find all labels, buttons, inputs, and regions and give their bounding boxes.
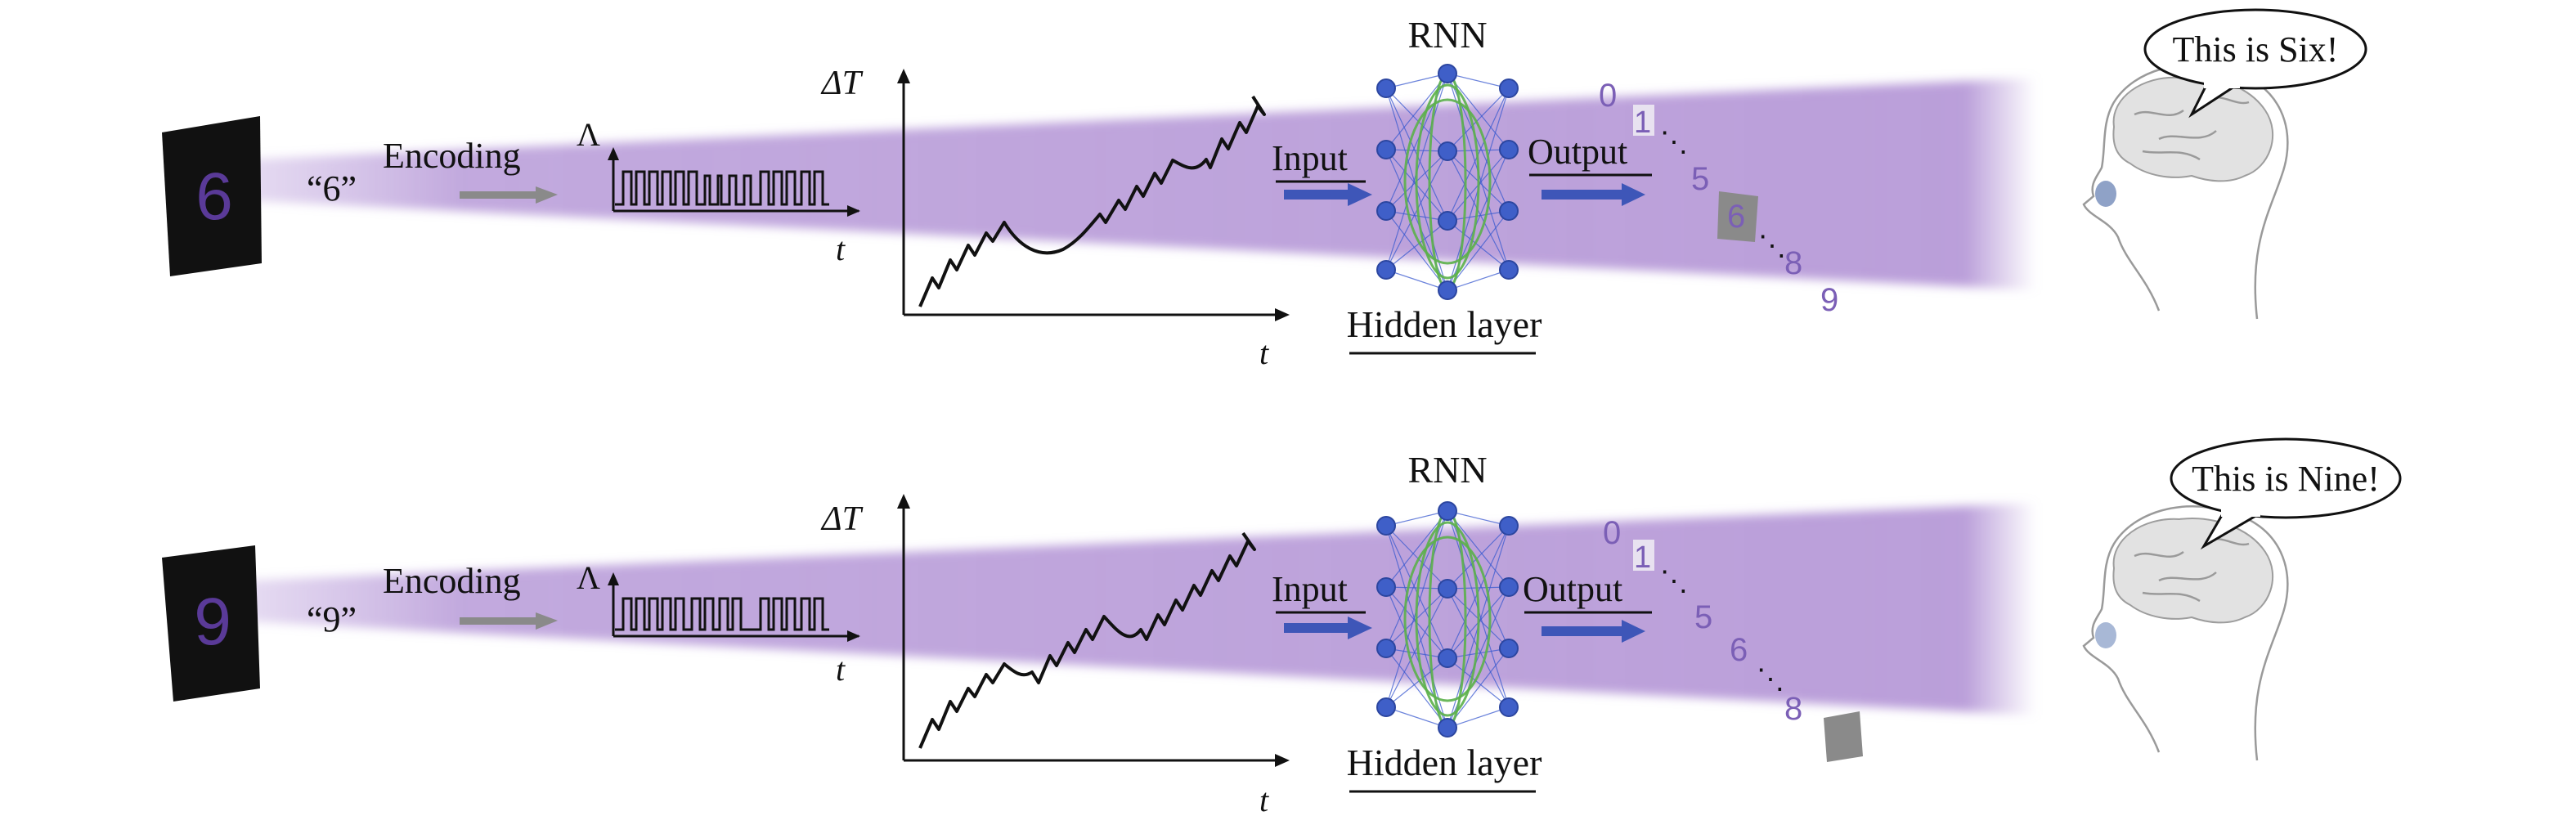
rnn-nodes (1376, 64, 1519, 300)
lambda-label: Λ (577, 116, 600, 153)
signal-beam (245, 78, 2036, 290)
speech-text: This is Nine! (2192, 459, 2380, 499)
hidden-layer-label: Hidden layer (1347, 303, 1542, 345)
output-digit-list: 0 1 ⋱ 5 6 ⋱ 8 (1603, 515, 1863, 762)
encoding-pulse-plot: Λ t (577, 559, 860, 688)
speech-bubble-icon: This is Nine! (2170, 437, 2402, 550)
hidden-layer-label: Hidden layer (1347, 742, 1542, 783)
signal-beam (245, 503, 2036, 715)
card-digit: 6 (195, 159, 233, 234)
rnn-network: RNN Hidden layer (1347, 14, 1542, 355)
speech-text: This is Six! (2173, 29, 2339, 69)
row-1: 6 “6” Encoding Λ t ΔT t (162, 8, 2367, 371)
pulse-train (615, 170, 829, 206)
output-digit-marker (1633, 540, 1654, 571)
encoding-label: Encoding (383, 136, 521, 176)
highlight-marker (1824, 711, 1863, 762)
digit-card: 9 (162, 545, 260, 702)
card-digit: 9 (194, 585, 231, 659)
ellipsis: ⋱ (1660, 567, 1688, 597)
rnn-network: RNN Hidden layer (1347, 449, 1542, 793)
row-2: 9 “9” Encoding Λ t ΔT t RNN (162, 437, 2402, 818)
encoding-label: Encoding (383, 561, 521, 601)
output-digit-list: 0 1 ⋱ 5 6 ⋱ 8 9 (1599, 78, 1838, 318)
encoding-arrow-icon (460, 612, 558, 630)
output-label: Output (1528, 132, 1627, 172)
output-digit: 8 (1784, 245, 1802, 281)
output-digit: 0 (1599, 78, 1617, 114)
output-digit: 5 (1691, 161, 1709, 197)
pulse-train (615, 597, 829, 631)
rnn-label: RNN (1407, 14, 1487, 56)
delta-t-label: ΔT (820, 65, 864, 102)
ellipsis: ⋱ (1758, 231, 1786, 262)
digit-card: 6 (162, 116, 262, 276)
output-label: Output (1523, 569, 1622, 609)
rnn-nodes (1376, 501, 1519, 738)
output-digit: 5 (1694, 599, 1712, 635)
t-label: t (1259, 334, 1269, 371)
delta-t-signal (918, 531, 1256, 749)
output-arrow-icon (1542, 183, 1645, 206)
output-digit: 8 (1784, 691, 1802, 727)
digit-quote: “6” (307, 168, 357, 208)
output-digit: 1 (1634, 540, 1651, 575)
input-label: Input (1272, 569, 1348, 609)
output-arrow-icon (1542, 620, 1645, 643)
encoding-pulse-plot: Λ t (577, 116, 860, 267)
output-digit: 0 (1603, 515, 1621, 551)
eye-icon (2095, 181, 2116, 207)
input-label: Input (1272, 138, 1348, 178)
input-arrow-icon (1284, 183, 1372, 206)
delta-t-signal (918, 95, 1266, 307)
ellipsis: ⋱ (1660, 128, 1688, 158)
output-digit: 1 (1634, 105, 1651, 140)
highlight-marker (1717, 191, 1758, 242)
digit-quote: “9” (307, 599, 357, 639)
brain-icon (2112, 518, 2273, 624)
speech-bubble-icon: This is Six! (2143, 8, 2367, 119)
output-digit-highlighted: 6 (1727, 199, 1745, 235)
delta-t-plot: ΔT t (820, 65, 1290, 371)
input-arrow-icon (1284, 617, 1372, 639)
t-label: t (836, 651, 846, 688)
output-digit: 9 (1820, 282, 1838, 318)
output-digit-marker (1633, 105, 1654, 136)
encoding-arrow-icon (460, 186, 558, 204)
human-head-icon (2082, 64, 2289, 320)
output-digit: 6 (1730, 632, 1748, 668)
human-head-icon (2082, 505, 2289, 761)
brain-icon (2112, 76, 2273, 182)
delta-t-plot: ΔT t (820, 494, 1290, 818)
delta-t-label: ΔT (820, 500, 864, 538)
eye-icon (2095, 622, 2116, 648)
rnn-label: RNN (1407, 449, 1487, 491)
lambda-label: Λ (577, 559, 600, 596)
t-label: t (836, 231, 846, 267)
ellipsis: ⋱ (1757, 665, 1784, 695)
t-label: t (1259, 782, 1269, 818)
